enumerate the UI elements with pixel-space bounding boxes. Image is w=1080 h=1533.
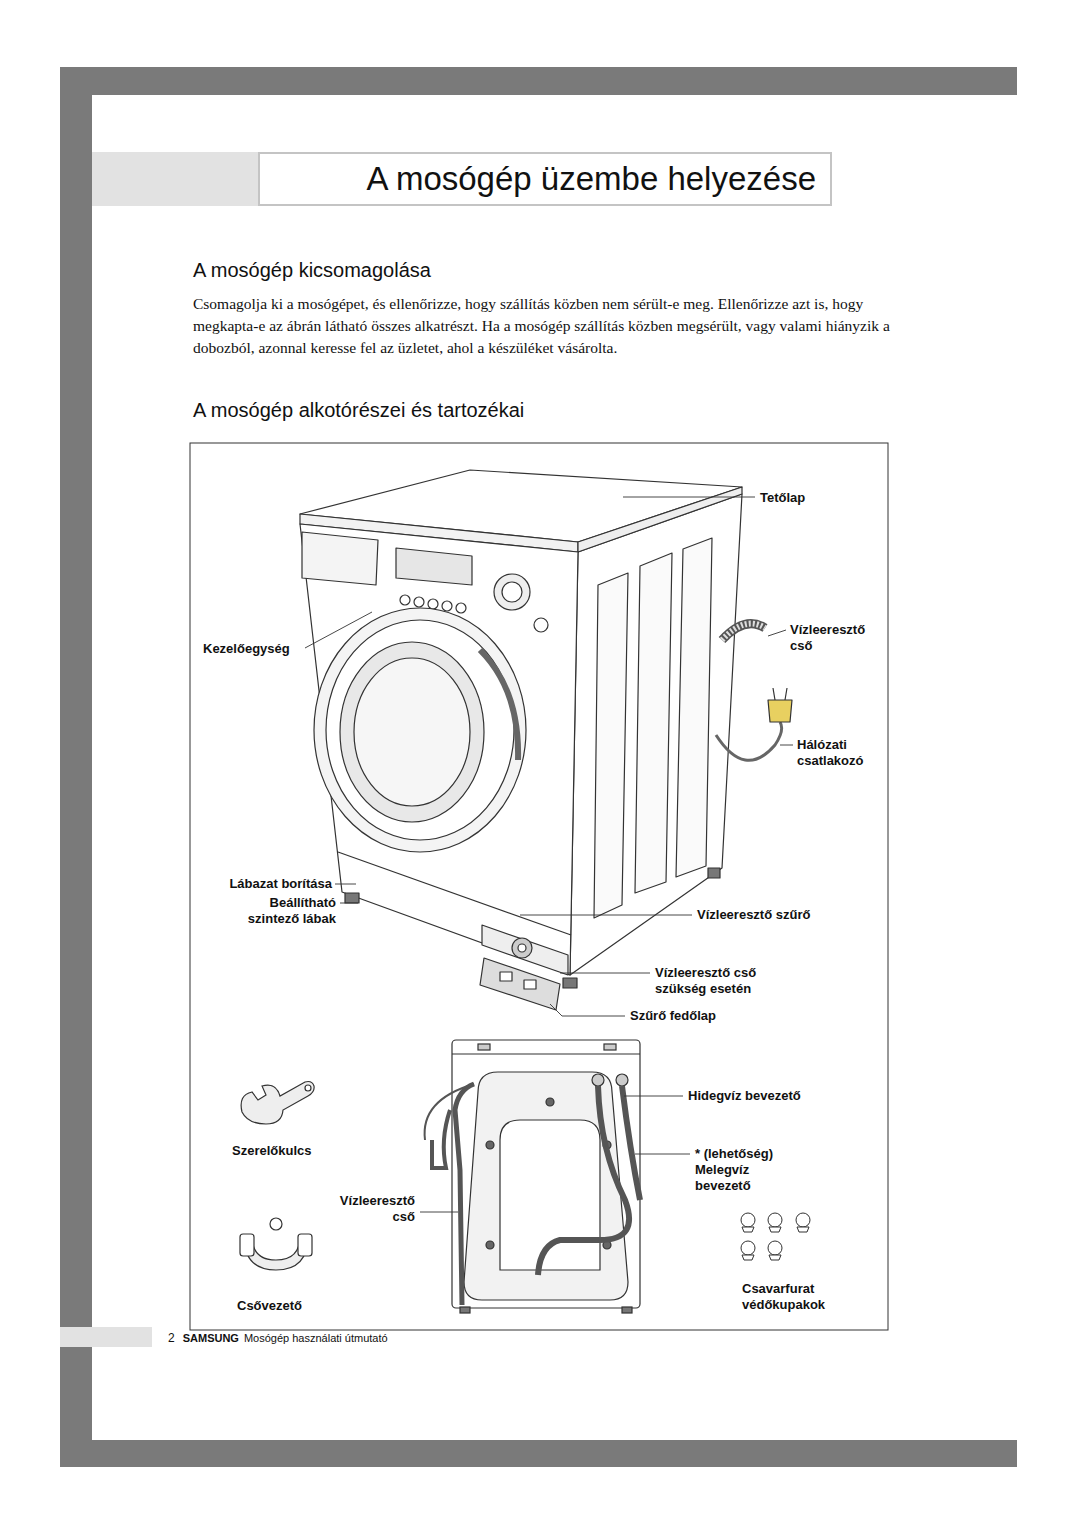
part-label: Vízleeresztő cső bbox=[320, 1193, 415, 1225]
section-heading: A mosógép alkotórészei és tartozékai bbox=[193, 398, 524, 422]
section-heading: A mosógép kicsomagolása bbox=[193, 258, 431, 282]
part-label: Vízleeresztő szűrő bbox=[697, 907, 847, 923]
body-text: Csomagolja ki a mosógépet, és ellenőrizz… bbox=[193, 293, 893, 359]
part-label: Hálózati csatlakozó bbox=[797, 737, 885, 769]
part-label: Vízleeresztő cső bbox=[790, 622, 880, 654]
part-label: Lábazat borítása bbox=[202, 876, 332, 892]
page-title: A mosógép üzembe helyezése bbox=[367, 160, 816, 198]
manual-name: Mosógép használati útmutató bbox=[244, 1332, 388, 1344]
page-footer: 2 SAMSUNG Mosógép használati útmutató bbox=[168, 1331, 388, 1345]
part-label: Vízleeresztő cső szükség esetén bbox=[655, 965, 790, 997]
part-label: Csavarfurat védőkupakok bbox=[742, 1281, 857, 1313]
part-label: Beállítható szintező lábak bbox=[226, 895, 336, 927]
part-label: Hidegvíz bevezető bbox=[688, 1088, 838, 1104]
part-label: Csővezető bbox=[237, 1298, 337, 1314]
part-label: Szerelőkulcs bbox=[232, 1143, 352, 1159]
page-number: 2 bbox=[168, 1331, 175, 1345]
part-label: Szűrő fedőlap bbox=[630, 1008, 750, 1024]
part-label: Tetőlap bbox=[760, 490, 830, 506]
title-box: A mosógép üzembe helyezése bbox=[258, 152, 832, 206]
part-label: * (lehetőség) Melegvíz bevezető bbox=[695, 1146, 799, 1194]
brand-name: SAMSUNG bbox=[183, 1332, 239, 1344]
part-label: Kezelőegység bbox=[203, 641, 303, 657]
